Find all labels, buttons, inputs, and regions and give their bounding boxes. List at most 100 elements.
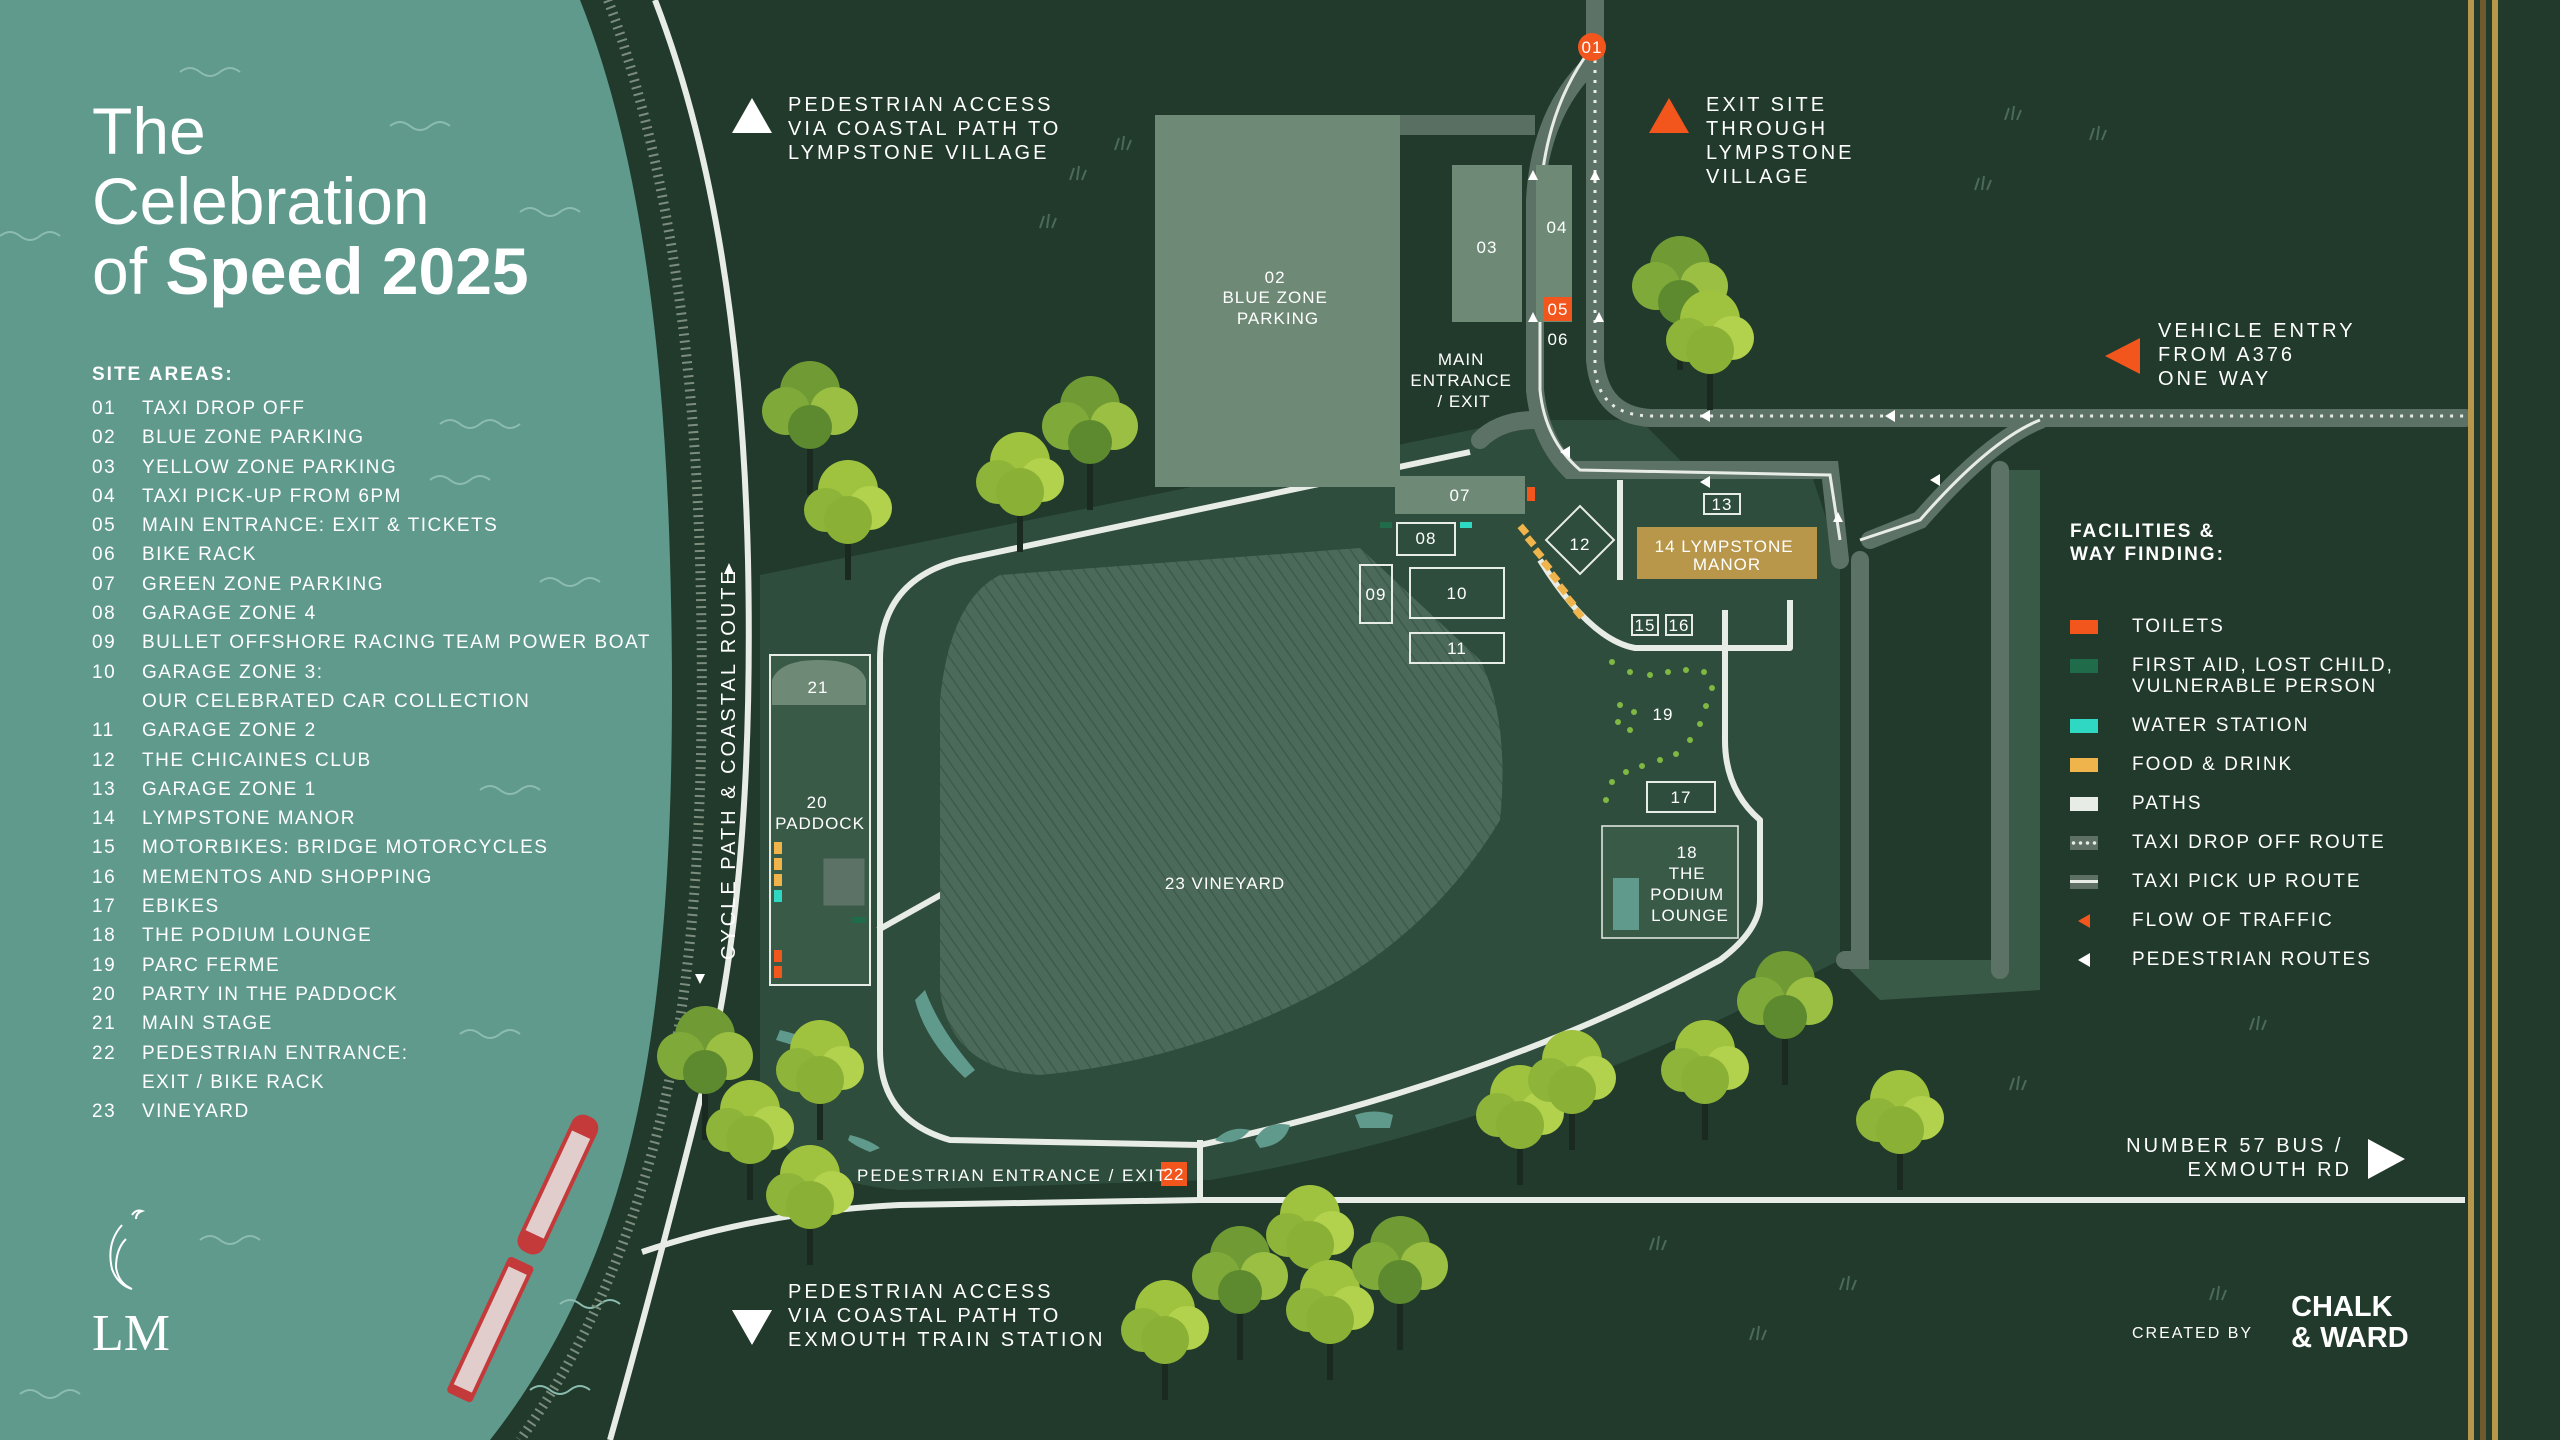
zone-02-blue-zone-parking[interactable] (1155, 115, 1400, 487)
zone-04-taxi-pickup[interactable] (1536, 165, 1572, 322)
zone-08-garage-zone-4[interactable] (1396, 522, 1456, 556)
pedestrian-access-north-arrow-icon (732, 98, 772, 133)
flow-of-traffic-icon (2078, 914, 2090, 928)
zone-22-marker[interactable] (1161, 1162, 1187, 1186)
zone-02-label: 02 BLUE ZONE PARKING (1222, 268, 1333, 328)
vehicle-entry-label: VEHICLE ENTRY FROM A376 ONE WAY (2158, 320, 2364, 390)
site-area-row: OUR CELEBRATED CAR COLLECTION (92, 687, 651, 716)
chalk-and-ward-logo: CHALK & WARD (2291, 1292, 2409, 1354)
legend-item: FLOW OF TRAFFIC (2070, 910, 2432, 931)
site-area-number: 17 (92, 896, 117, 918)
legend-item: FOOD & DRINK (2070, 754, 2432, 775)
zone-15-motorbikes[interactable] (1631, 614, 1659, 636)
water-marker-08 (1460, 522, 1472, 528)
zone-10-label: 10 (1447, 584, 1468, 603)
pedestrian-route-icon (2078, 953, 2090, 967)
pedestrian-access-north-label: PEDESTRIAN ACCESS VIA COASTAL PATH TO LY… (788, 94, 1070, 164)
legend-item: TOILETS (2070, 616, 2432, 637)
site-area-label: GREEN ZONE PARKING (142, 573, 385, 595)
zone-08-label: 08 (1416, 529, 1437, 548)
zone-03-yellow-zone-parking[interactable] (1452, 165, 1522, 322)
zone-06-label: 06 (1548, 330, 1569, 349)
zone-01-taxi-drop-off-marker[interactable] (1578, 33, 1606, 61)
site-area-number: 18 (92, 925, 117, 947)
zone-14-lympstone-manor[interactable] (1637, 527, 1817, 579)
site-area-number: 05 (92, 515, 117, 537)
zone-17-ebikes[interactable] (1646, 781, 1716, 813)
first-aid-swatch (2070, 659, 2098, 673)
zone-13-garage-zone-1[interactable] (1703, 493, 1741, 515)
legend-item: PEDESTRIAN ROUTES (2070, 949, 2432, 970)
exit-site-arrow-icon (1649, 98, 1689, 133)
created-by-label: CREATED BY (2132, 1325, 2254, 1342)
title-line-1: The (92, 94, 206, 168)
title-line-3-prefix: of (92, 234, 166, 308)
site-area-number: 06 (92, 544, 117, 566)
legend-item: TAXI DROP OFF ROUTE (2070, 832, 2432, 853)
legend-item: PATHS (2070, 793, 2432, 814)
site-area-number: 10 (92, 661, 117, 683)
site-area-number: 22 (92, 1042, 117, 1064)
zone-19-parc-ferme[interactable] (1603, 659, 1715, 803)
site-area-label: EBIKES (142, 896, 220, 918)
zone-03-label: 03 (1477, 238, 1498, 257)
zone-17-label: 17 (1671, 788, 1692, 807)
zone-05-main-entrance[interactable] (1544, 297, 1572, 321)
zone-16-mementos[interactable] (1665, 614, 1693, 636)
zone-05-label: 05 (1548, 300, 1569, 319)
title-line-3: of Speed 2025 (92, 236, 529, 306)
zone-07-green-zone-parking[interactable] (1395, 476, 1525, 514)
site-area-row: EXIT / BIKE RACK (92, 1068, 651, 1097)
site-area-number: 19 (92, 954, 117, 976)
zone-12-chicaines-club[interactable] (1544, 504, 1616, 576)
legend-item: TAXI PICK UP ROUTE (2070, 871, 2432, 892)
site-area-number: 15 (92, 837, 117, 859)
food-drink-swatch (2070, 758, 2098, 772)
site-area-label: LYMPSTONE MANOR (142, 808, 356, 830)
site-area-label: YELLOW ZONE PARKING (142, 456, 398, 478)
zone-21-main-stage[interactable] (772, 660, 866, 705)
zone-13-label: 13 (1712, 495, 1733, 514)
site-area-number: 01 (92, 398, 117, 419)
food-drink-stalls (1517, 523, 1585, 620)
zone-20-paddock[interactable] (769, 654, 871, 986)
toilet-marker-07 (1527, 487, 1535, 501)
legend-item: WATER STATION (2070, 715, 2432, 736)
site-area-label: VINEYARD (142, 1101, 250, 1123)
taxi-pick-up-route-east (1859, 418, 2041, 542)
zone-10-garage-zone-3[interactable] (1409, 567, 1505, 619)
event-title: The Celebration of Speed 2025 (92, 96, 529, 306)
bus-arrow-icon (2368, 1139, 2405, 1179)
zone-14-label: 14 LYMPSTONE MANOR (1655, 537, 1800, 574)
site-area-number: 13 (92, 778, 117, 800)
legend-heading-line-1: FACILITIES & (2070, 521, 2216, 542)
title-line-3-bold: Speed 2025 (165, 234, 529, 308)
legend-item-label: FOOD & DRINK (2132, 754, 2294, 775)
zone-07-label: 07 (1450, 486, 1471, 505)
legend-item-label: WATER STATION (2132, 715, 2310, 736)
site-area-number: 20 (92, 983, 117, 1005)
zone-21-label: 21 (808, 678, 829, 697)
site-area-label: BIKE RACK (142, 544, 257, 566)
grass-tufts (1039, 105, 2267, 1341)
podium-lounge-pool (1613, 878, 1639, 930)
taxi-drop-off-route-icon (2070, 836, 2098, 850)
brand-line-1: CHALK (2291, 1291, 2393, 1323)
legend-item-label: PATHS (2132, 793, 2203, 814)
vehicle-entry-arrow-icon (2105, 338, 2140, 374)
zone-20-label: 20 PADDOCK (775, 793, 865, 833)
zone-11-garage-zone-2[interactable] (1409, 632, 1505, 664)
toilets-swatch (2070, 620, 2098, 634)
zone-09-power-boat[interactable] (1359, 564, 1393, 624)
zone-01-label: 01 (1582, 38, 1603, 57)
